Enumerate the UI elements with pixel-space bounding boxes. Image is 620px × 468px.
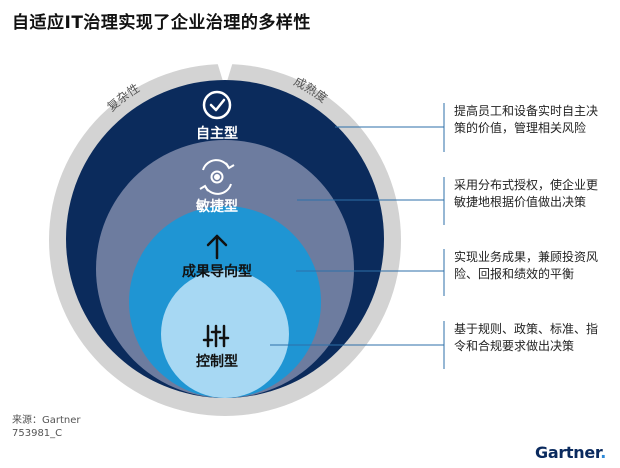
check-circle-icon	[202, 90, 232, 120]
tier-label-autonomous: 自主型	[196, 125, 238, 142]
gartner-logo: Gartner.	[534, 443, 606, 462]
tier-label-control: 控制型	[196, 353, 238, 370]
page-title: 自适应IT治理实现了企业治理的多样性	[12, 13, 311, 33]
sliders-icon	[202, 324, 230, 348]
tier-label-outcome: 成果导向型	[182, 263, 252, 280]
description-outcome: 实现业务成果，兼顾投资风险、回报和绩效的平衡	[454, 250, 599, 281]
tier-label-agile: 敏捷型	[195, 198, 238, 215]
document-id: 753981_C	[12, 428, 63, 439]
connector-lines	[270, 103, 445, 369]
arrow-up-icon	[206, 234, 228, 260]
description-agile: 采用分布式授权，使企业更敏捷地根据价值做出决策	[454, 178, 599, 209]
description-control: 基于规则、政策、标准、指令和合规要求做出决策	[454, 322, 599, 353]
gear-cycle-icon	[199, 159, 235, 195]
source-note: 来源：Gartner	[12, 415, 81, 426]
description-autonomous: 提高员工和设备实时自主决策的价值，管理相关风险	[454, 104, 599, 135]
ring-notch	[215, 55, 235, 88]
